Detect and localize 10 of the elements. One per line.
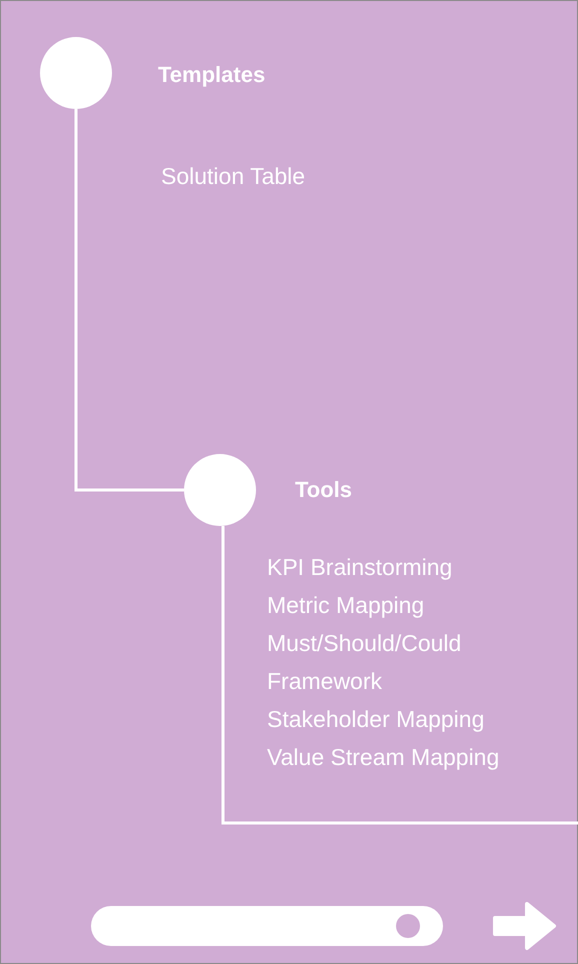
list-item: Must/Should/Could Framework [267,629,462,696]
list-item: Metric Mapping [267,591,424,620]
connector-line [74,109,184,492]
section-heading: Templates [158,61,266,89]
list-item: Value Stream Mapping [267,743,500,772]
list-item: Stakeholder Mapping [267,705,484,734]
list-item: Solution Table [161,162,306,191]
list-item: KPI Brainstorming [267,553,452,582]
connector-line [222,526,578,824]
section-heading: Tools [295,476,352,504]
